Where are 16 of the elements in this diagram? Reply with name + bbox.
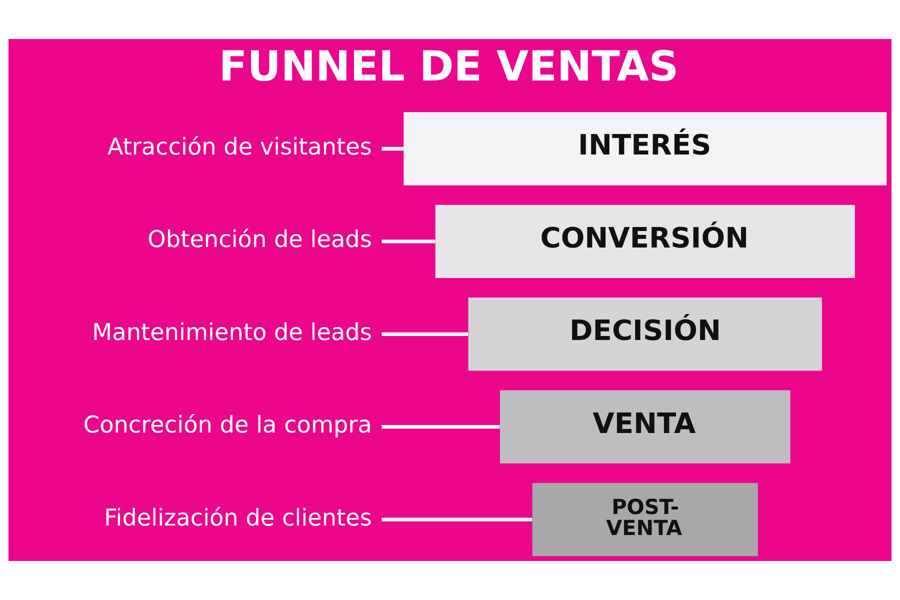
node-box: DECISIÓN <box>468 298 822 371</box>
node-text: Obtención de leads <box>148 226 372 254</box>
connector <box>382 332 468 336</box>
connector <box>382 146 404 151</box>
connector <box>382 518 532 522</box>
connector <box>382 240 436 244</box>
node-box: VENTA <box>500 390 790 464</box>
node-box: CONVERSIÓN <box>435 204 855 278</box>
node-box: POST-VENTA <box>532 482 758 556</box>
node-text: Atracción de visitantes <box>107 134 372 160</box>
node-box: INTERÉS <box>404 112 887 186</box>
node-text: Mantenimiento de leads <box>92 318 372 346</box>
connector <box>382 425 500 429</box>
node-text: Concreción de la compra <box>83 412 372 439</box>
diagram-title: FUNNEL DE VENTAS <box>218 42 679 91</box>
node-text: Fidelización de clientes <box>104 504 372 532</box>
